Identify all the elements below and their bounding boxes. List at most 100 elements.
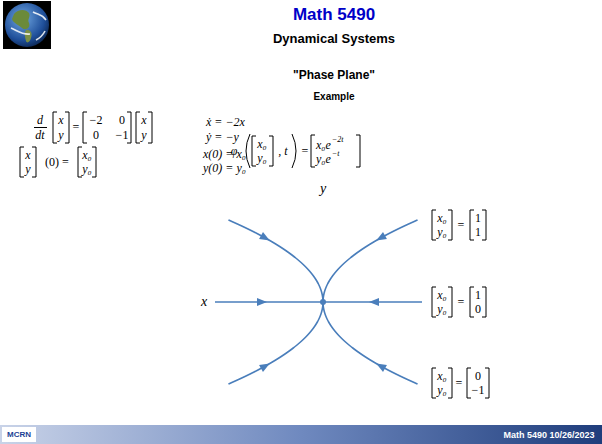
parenthesis (246, 134, 250, 168)
initial-condition-term: 1 (475, 288, 481, 303)
bracket-left (432, 368, 436, 398)
scalar-equation: ẏ = −y (206, 130, 239, 145)
bracket-left (83, 112, 87, 143)
bracket-left (136, 112, 140, 143)
matrix-bracket (83, 112, 131, 143)
axis-label: y (320, 181, 326, 197)
globe-sphere (5, 3, 49, 47)
scalar-equation: ẋ = −2x (206, 115, 245, 130)
initial-condition-term: = (458, 295, 465, 310)
flow-formula-term: y₀ (257, 151, 267, 166)
trajectory (228, 220, 323, 302)
matrix-equation-term: 0 (93, 128, 99, 143)
bracket-right (485, 368, 489, 398)
bracket-left (252, 136, 256, 166)
matrix-equation-term: x (58, 113, 63, 128)
flow-formula-term: , t (278, 144, 287, 159)
matrix-bracket (311, 135, 360, 167)
matrix-equation-term: −2 (90, 113, 103, 128)
arrowhead (259, 364, 270, 372)
matrix-equation-term: x (25, 148, 30, 163)
matrix-equation-term: y₀ (82, 162, 92, 177)
trajectory (228, 302, 323, 384)
matrix-bracket (432, 210, 452, 240)
flow-formula-term: −t (332, 149, 340, 158)
logo-text: MCRN (7, 430, 31, 439)
initial-condition-term: x₀ (437, 369, 447, 384)
bracket-left (470, 287, 474, 317)
matrix-bracket (432, 368, 452, 398)
initial-condition-term: 0 (475, 369, 481, 384)
bracket-left (470, 210, 474, 240)
footer-bar (0, 425, 602, 444)
bracket-left (432, 287, 436, 317)
bracket-left (20, 147, 24, 177)
matrix-bracket (20, 147, 36, 177)
matrix-equation-term: y (141, 128, 146, 143)
initial-condition-term: 1 (475, 225, 481, 240)
flow-formula-term: = (302, 144, 309, 159)
arrowhead (376, 232, 387, 240)
bracket-right (482, 287, 486, 317)
initial-condition-term: 1 (475, 211, 481, 226)
flow-formula-term: −2t (332, 135, 344, 144)
matrix-equation-term: y (25, 162, 30, 177)
matrix-bracket (252, 136, 273, 166)
globe-ground (3, 1, 51, 49)
flow-formula-term: y₀e (316, 152, 331, 167)
bracket-left (78, 147, 82, 177)
trajectory (323, 220, 418, 302)
trajectory (323, 302, 418, 384)
matrix-equation-term: dt (35, 128, 44, 143)
bracket-left (53, 112, 57, 143)
matrix-bracket (53, 112, 69, 143)
initial-condition-term: 0 (475, 302, 481, 317)
initial-condition-term: −1 (472, 383, 485, 398)
bracket-right (448, 210, 452, 240)
footer-text: Math 5490 10/26/2023 (503, 430, 594, 440)
parenthesis (292, 134, 296, 168)
matrix-bracket (78, 147, 96, 177)
matrix-equation-term: x (141, 113, 146, 128)
arrowhead (376, 364, 387, 372)
globe-clouds (11, 12, 46, 40)
bracket-left (311, 135, 315, 167)
matrix-equation-term: = (73, 120, 80, 135)
flow-formula-term: φ (231, 144, 238, 159)
axis-label: x (201, 294, 207, 310)
equilibrium-point (320, 299, 326, 305)
matrix-equation-term: 0 (119, 113, 125, 128)
initial-condition-term: x₀ (437, 288, 447, 303)
initial-condition-term: x₀ (437, 211, 447, 226)
matrix-equation-term: d (37, 113, 43, 128)
matrix-bracket (467, 368, 489, 398)
slide-title: Math 5490 (293, 5, 375, 25)
phase-portrait (215, 220, 422, 384)
bracket-right (148, 112, 152, 143)
initial-condition-term: = (458, 218, 465, 233)
bracket-right (482, 210, 486, 240)
globe-land (12, 10, 30, 29)
arrowhead (259, 232, 270, 240)
bracket-right (356, 135, 360, 167)
globe-icon (3, 1, 51, 49)
arrowhead (369, 298, 379, 306)
bracket-right (269, 136, 273, 166)
subtitle: Dynamical Systems (273, 31, 395, 46)
bracket-right (448, 287, 452, 317)
logo-ground (2, 427, 36, 442)
trajectory (215, 301, 323, 303)
bracket-left (467, 368, 471, 398)
matrix-equation-term: x₀ (82, 148, 92, 163)
scalar-equation: y(0) = y₀ (203, 161, 246, 176)
matrix-equation-term: y (58, 128, 63, 143)
flow-formula-term: x₀ (257, 137, 267, 152)
section-heading: "Phase Plane" (293, 68, 375, 82)
matrix-bracket (432, 287, 452, 317)
matrix-bracket (136, 112, 152, 143)
initial-condition-term: y₀ (437, 225, 447, 240)
matrix-bracket (470, 287, 486, 317)
initial-condition-term: y₀ (437, 302, 447, 317)
bracket-right (448, 368, 452, 398)
